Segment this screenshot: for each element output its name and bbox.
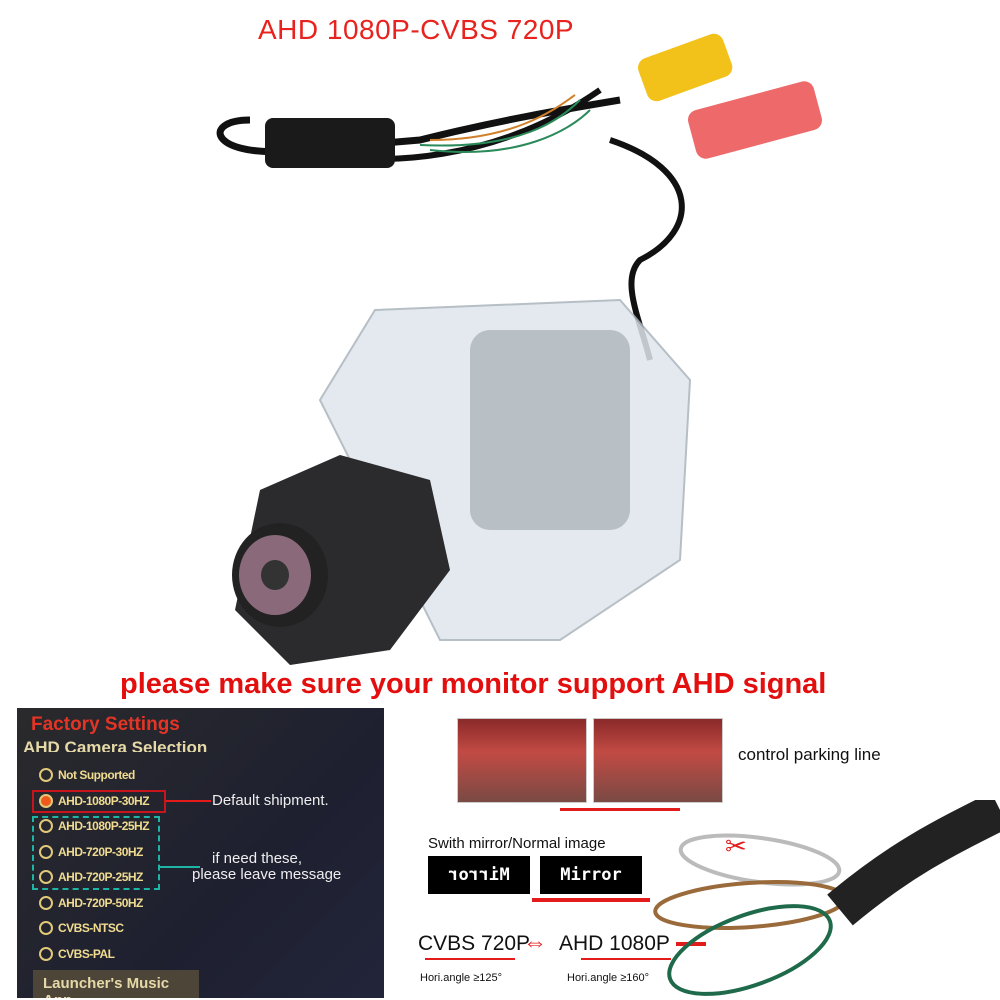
- no-parking-line-image: [593, 718, 723, 803]
- radio-icon[interactable]: [39, 921, 53, 935]
- launcher-button[interactable]: Launcher's Music App: [33, 970, 199, 998]
- cvbs-angle: Hori.angle ≥125°: [420, 972, 502, 984]
- panel-header: Factory Settings: [31, 714, 180, 735]
- mirror-caption: Swith mirror/Normal image: [428, 835, 606, 852]
- camera-option[interactable]: AHD-720P-25HZ: [39, 870, 143, 884]
- parking-label: control parking line: [738, 745, 881, 764]
- camera-option[interactable]: AHD-720P-50HZ: [39, 895, 143, 910]
- camera-option[interactable]: AHD-1080P-30HZ: [39, 793, 150, 808]
- section-title: AHD Camera Selection: [23, 738, 208, 752]
- factory-settings-panel: Factory Settings AHD Camera Selection No…: [17, 708, 384, 998]
- scissors-icon: ✂: [725, 831, 747, 861]
- option-label: AHD-720P-25HZ: [58, 870, 143, 884]
- option-label: CVBS-PAL: [58, 946, 115, 961]
- radio-icon[interactable]: [39, 819, 53, 833]
- mirror-flipped: Mirror: [428, 856, 530, 894]
- connector-4pin: [265, 118, 395, 168]
- swap-arrow-icon: ⇔: [523, 929, 547, 956]
- parking-line-image: [457, 718, 587, 803]
- radio-icon[interactable]: [39, 793, 53, 808]
- camera-option[interactable]: AHD-1080P-25HZ: [39, 819, 150, 833]
- camera-option[interactable]: AHD-720P-30HZ: [39, 844, 143, 859]
- radio-icon[interactable]: [39, 768, 53, 782]
- cvbs-label: CVBS 720P: [418, 932, 531, 955]
- mirror-normal: Mirror: [540, 856, 642, 894]
- default-highlight: [32, 790, 166, 813]
- option-label: Not Supported: [58, 768, 135, 782]
- need-note-1: if need these,: [212, 850, 303, 867]
- radio-icon[interactable]: [39, 870, 53, 884]
- camera-option[interactable]: CVBS-NTSC: [39, 921, 124, 935]
- red-rca: [687, 81, 823, 159]
- camera-product-photo: [216, 33, 823, 665]
- optional-highlight: [32, 816, 160, 890]
- radio-icon[interactable]: [39, 946, 53, 961]
- camera-option[interactable]: Not Supported: [39, 768, 135, 782]
- need-note-2: please leave message: [192, 866, 342, 883]
- monitor-warning: please make sure your monitor support AH…: [120, 668, 827, 700]
- default-note: Default shipment.: [212, 792, 329, 809]
- camera-option[interactable]: CVBS-PAL: [39, 946, 115, 961]
- wire-loops-photo: ✂: [653, 800, 1000, 996]
- option-label: AHD-720P-50HZ: [58, 895, 143, 910]
- title: AHD 1080P-CVBS 720P: [258, 14, 575, 45]
- radio-icon[interactable]: [39, 895, 53, 910]
- option-label: AHD-720P-30HZ: [58, 844, 143, 859]
- radio-icon[interactable]: [39, 844, 53, 859]
- option-label: AHD-1080P-30HZ: [58, 793, 150, 808]
- option-label: CVBS-NTSC: [58, 921, 124, 935]
- yellow-rca: [638, 33, 733, 102]
- ahd-angle: Hori.angle ≥160°: [567, 972, 649, 984]
- ahd-label: AHD 1080P: [559, 932, 670, 955]
- option-label: AHD-1080P-25HZ: [58, 819, 150, 833]
